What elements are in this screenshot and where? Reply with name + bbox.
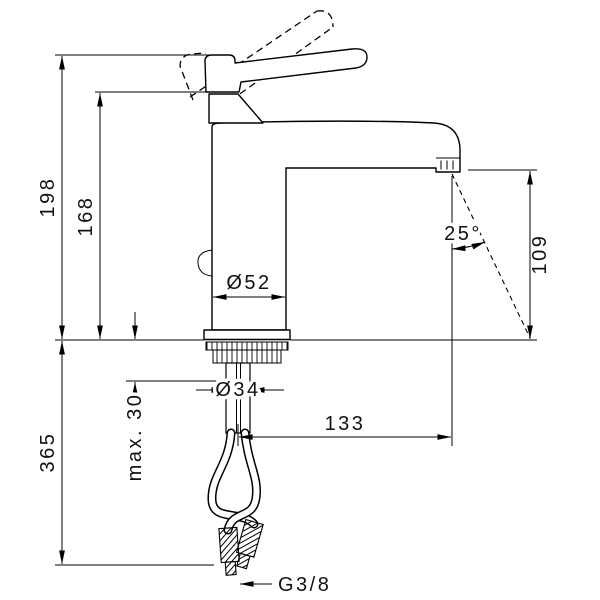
threaded-shank <box>225 362 251 434</box>
cartridge-cap <box>208 93 264 124</box>
dim-label-dia34: Ø34 <box>215 379 260 401</box>
faucet-body-spout <box>197 48 461 341</box>
handle-lever <box>204 48 368 93</box>
spray-direction-line <box>451 173 531 339</box>
dim-label-198: 198 <box>37 177 59 218</box>
dim-label-thread: G3/8 <box>278 574 331 596</box>
mounting-nut <box>212 349 282 364</box>
dimension-168: 168 <box>75 93 103 339</box>
connector-nipple <box>224 560 237 576</box>
dim-label-angle: 25° <box>444 223 482 245</box>
mounting-flange <box>205 341 289 351</box>
dimension-thread-g38: G3/8 <box>240 574 331 596</box>
base-plate <box>203 329 291 341</box>
under-counter-mounting <box>205 341 289 434</box>
hose-connector-right <box>235 518 264 570</box>
dim-label-dia52: Ø52 <box>226 272 271 294</box>
dimension-dia34: Ø34 <box>196 376 284 405</box>
connector-braid <box>235 518 264 558</box>
aerator <box>436 157 460 170</box>
supply-hoses <box>207 428 264 576</box>
connector-braid <box>218 526 240 564</box>
dimension-angle-25: 25° <box>441 173 531 339</box>
reference-lines <box>55 54 537 566</box>
dim-label-max30: max. 30 <box>124 393 146 482</box>
dimension-max30: max. 30 <box>121 312 150 485</box>
dim-label-109: 109 <box>529 234 551 275</box>
popup-rod-hook <box>197 249 213 277</box>
angle-arc <box>451 241 486 252</box>
dimension-365: 365 <box>37 341 65 564</box>
dim-label-168: 168 <box>75 196 97 237</box>
supply-hose-right <box>225 430 260 533</box>
dimension-198: 198 <box>37 56 65 339</box>
body-spout-silhouette <box>211 120 461 331</box>
hose-connector-left <box>218 526 240 576</box>
dimension-133: 133 <box>237 413 451 446</box>
raised-lever-hub <box>179 52 207 101</box>
dim-label-365: 365 <box>37 432 59 473</box>
dimension-109: 109 <box>527 171 551 339</box>
dim-label-133: 133 <box>325 413 366 435</box>
dimension-dia52: Ø52 <box>213 272 285 300</box>
raised-lever-end-cap <box>316 10 334 28</box>
